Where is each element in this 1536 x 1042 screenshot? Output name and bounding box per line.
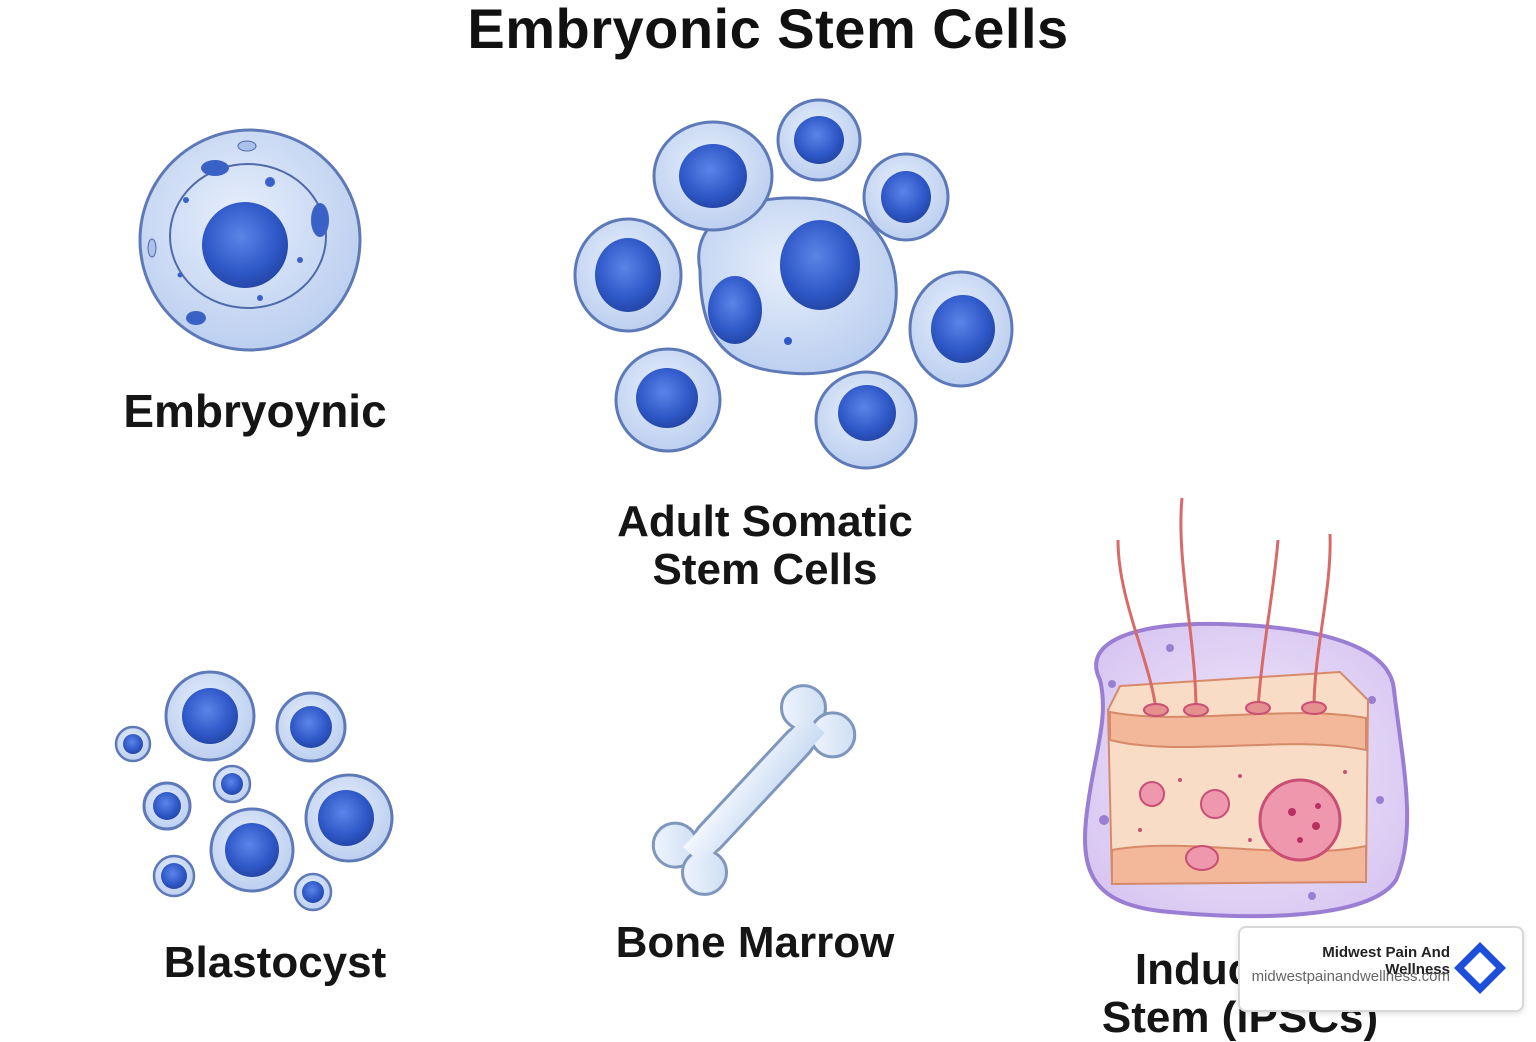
bone-illustration: [651, 684, 857, 896]
diamond-logo-icon: [1454, 942, 1506, 994]
adult-somatic-cells-illustration: [573, 98, 1014, 470]
skin-tissue-illustration: [1083, 497, 1410, 919]
label-embryonic: Embryoynic: [123, 385, 387, 437]
label-adult-somatic: Adult Somatic Stem Cells: [560, 498, 970, 594]
page-title: Embryonic Stem Cells: [467, 0, 1069, 60]
label-adult-somatic-line1: Adult Somatic: [617, 497, 913, 546]
label-bone-marrow: Bone Marrow: [615, 918, 895, 967]
badge-url: midwestpainandwellness.com: [1251, 968, 1450, 985]
label-adult-somatic-line2: Stem Cells: [652, 545, 878, 594]
watermark-badge[interactable]: Midwest Pain And Wellness midwestpainand…: [1238, 926, 1524, 1012]
blastocyst-cells-illustration: [114, 670, 394, 912]
badge-brand-name: Midwest Pain And Wellness: [1322, 944, 1450, 978]
label-blastocyst: Blastocyst: [163, 938, 387, 987]
embryonic-cell-illustration: [138, 128, 362, 352]
